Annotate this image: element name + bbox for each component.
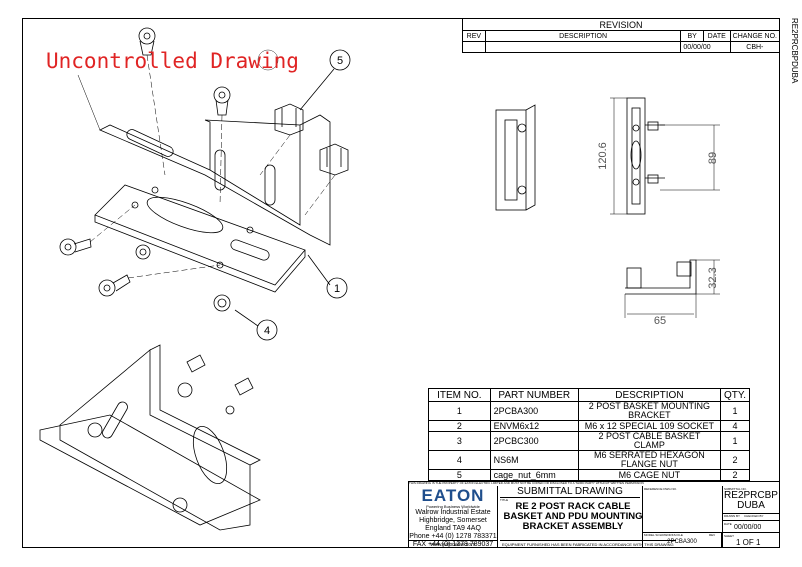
drawn-by-label: DRAWN BY: [724, 515, 741, 518]
cage-nuts: [274, 103, 349, 176]
balloon-5-label: 5: [337, 55, 343, 67]
bom-description: 2 POST CABLE BASKET CLAMP: [577, 431, 721, 451]
sheet-block: SHEET 1 OF 1: [722, 532, 780, 549]
bom-item: 3: [428, 431, 491, 451]
signoff-row: DRAWN BY CHECKED BY: [722, 513, 780, 521]
fax: FAX +44 (0) 1278 789037: [412, 541, 494, 548]
title-block: [408, 481, 780, 548]
bom-header-description: DESCRIPTION: [577, 388, 721, 402]
submittal-no-label: SUBMITTAL NO.: [724, 487, 747, 491]
company-cell: [408, 486, 498, 548]
dimension-slot-spacing: 89: [707, 152, 719, 164]
dimension-height: 120.6: [597, 142, 609, 170]
submittal-heading: SUBMITTAL DRAWING: [500, 486, 640, 498]
bom-part: NS6M: [489, 450, 579, 470]
front-view: [610, 97, 720, 215]
eaton-tagline: Powering Business Worldwide: [426, 504, 480, 509]
title-label: TITLE: [500, 498, 509, 502]
phone: Phone +44 (0) 1278 783371: [409, 533, 497, 540]
bom-qty: 4: [719, 420, 751, 432]
balloon-1-label: 1: [334, 283, 340, 295]
balloon-1: [326, 277, 348, 299]
bom-item: 5: [428, 469, 491, 481]
dimension-width: 65: [654, 315, 666, 327]
balloon-4-label: 4: [264, 325, 270, 337]
bom-qty: 2: [719, 469, 751, 481]
explode-lines: [89, 54, 336, 279]
submittal-no-cell: [722, 486, 780, 548]
side-drawing-code: RE2PRCBPDUBA: [790, 18, 799, 84]
company-info: EATON Powering Business Worldwide Walrow…: [408, 487, 498, 549]
date-cell: 00/00/00: [680, 41, 731, 53]
bom-qty: 2: [719, 450, 751, 470]
footer-note: EQUIPMENT FURNISHED HAS BEEN FABRICATED …: [500, 540, 676, 549]
bom-part: 2PCBA300: [489, 401, 579, 421]
bom-description: M6 x 12 SPECIAL 109 SOCKET: [577, 420, 721, 432]
uncontrolled-watermark: Uncontrolled Drawing: [46, 49, 299, 73]
reference-cell: [642, 486, 722, 540]
bom-item: 4: [428, 450, 491, 470]
bom-item: 2: [428, 420, 491, 432]
date-label: DATE: [724, 522, 732, 526]
submittal-number: RE2PRCBP DUBA: [724, 490, 778, 511]
reference-label: REFERENCE DWG NO.: [644, 487, 677, 491]
bom-description: M6 SERRATED HEXAGON FLANGE NUT: [577, 450, 721, 470]
bom-item: 1: [428, 401, 491, 421]
bom-row: 5 cage_nut_6mm M6 CAGE NUT 2: [428, 469, 751, 481]
revision-table: REVISION REV DESCRIPTION BY DATE CHANGE …: [462, 18, 781, 53]
bom-part: 2PCBC300: [489, 431, 579, 451]
bom-row: 2 ENVM6x12 M6 x 12 SPECIAL 109 SOCKET 4: [428, 420, 751, 432]
side-view: [495, 104, 536, 211]
drawing-title: RE 2 POST RACK CABLE BASKET AND PDU MOUN…: [503, 501, 643, 532]
bom-part: cage_nut_6mm: [489, 469, 579, 481]
date-value: 00/00/00: [734, 524, 762, 531]
top-view: [624, 259, 720, 318]
drawing-border: [22, 18, 780, 548]
bom-qty: 1: [719, 431, 751, 451]
address-line: England TA9 4AQ: [425, 525, 481, 532]
bom-description: 2 POST BASKET MOUNTING BRACKET: [577, 401, 721, 421]
bom-header-qty: QTY.: [719, 388, 751, 402]
date-block: DATE 00/00/00: [722, 520, 780, 533]
rev-label: REV: [709, 533, 716, 537]
bom-row: 4 NS6M M6 SERRATED HEXAGON FLANGE NUT 2: [428, 450, 751, 470]
bom-row: 3 2PCBC300 2 POST CABLE BASKET CLAMP 1: [428, 431, 751, 451]
model-label: MODEL SOLIDWORKS FILE: [644, 533, 683, 537]
model-cell: [642, 532, 722, 548]
model-value: 2PCBA300: [667, 539, 697, 545]
address-line: Highbridge, Somerset: [419, 517, 487, 524]
bom-part: ENVM6x12: [489, 420, 579, 432]
exploded-bracket: [94, 114, 331, 293]
balloon-4: [256, 319, 278, 341]
eaton-logo: EATON: [421, 486, 485, 505]
assembled-isometric-view: [39, 344, 261, 531]
website: www.eatonelee.com: [408, 540, 498, 549]
confidential-notice: THIS DRAWING IS THE PROPERTY OF EATON EL…: [409, 482, 644, 485]
bom-header-part: PART NUMBER: [489, 388, 579, 402]
sheet-value: 1 OF 1: [736, 538, 761, 547]
change-no-cell: CBH-: [729, 41, 781, 53]
bom-description: M6 CAGE NUT: [577, 469, 721, 481]
dimension-depth: 32.3: [707, 267, 719, 288]
balloon-5: [329, 49, 351, 71]
address-line: Walrow Industrial Estate: [415, 509, 491, 516]
balloon-3: [257, 49, 279, 71]
bill-of-materials: ITEM NO. PART NUMBER DESCRIPTION QTY. 1 …: [428, 388, 751, 481]
checked-by-label: CHECKED BY: [744, 515, 764, 518]
bom-header-item: ITEM NO.: [428, 388, 491, 402]
sheet-label: SHEET: [724, 534, 735, 538]
bom-row: 1 2PCBA300 2 POST BASKET MOUNTING BRACKE…: [428, 401, 751, 421]
bom-qty: 1: [719, 401, 751, 421]
